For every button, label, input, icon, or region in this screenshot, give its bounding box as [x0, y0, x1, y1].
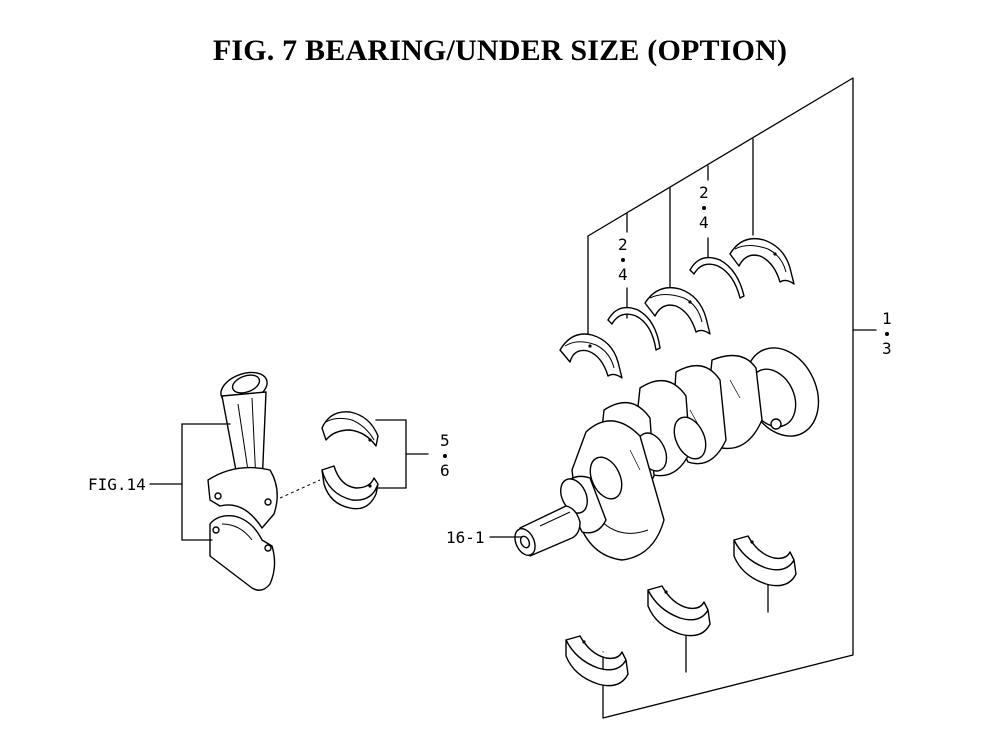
- callout-5-6: 5 6: [440, 431, 450, 480]
- callout-number: 3: [882, 339, 892, 358]
- bearing-shell-icon: [321, 465, 379, 510]
- callout-number: 2: [618, 235, 628, 254]
- callout-number: 6: [440, 461, 450, 480]
- main-bearing-lower-shells: [565, 535, 797, 687]
- conrod-bearing-shells: [321, 411, 379, 510]
- crankshaft-icon: [514, 347, 820, 561]
- callout-1-3: 1 3: [882, 309, 892, 358]
- connecting-rod-icon: [207, 371, 278, 591]
- bearing-shell-icon: [733, 535, 797, 587]
- bearing-shell-icon: [321, 411, 379, 447]
- fig14-reference-label: FIG.14: [88, 475, 146, 494]
- bearing-shell-icon: [647, 585, 711, 637]
- callout-number: 4: [618, 265, 628, 284]
- bearing-shell-icon: [729, 237, 795, 285]
- main-bearing-upper-shells: [559, 237, 795, 379]
- callout-number: 1: [882, 309, 892, 328]
- bearing-shell-icon: [559, 333, 623, 379]
- bearing-shell-icon: [607, 306, 661, 351]
- main-bearing-leader-frame: [587, 77, 877, 719]
- callout-2-4-right: 2 4: [699, 183, 709, 232]
- callout-2-4-left: 2 4: [618, 235, 628, 284]
- conrod-leader-lines: [149, 419, 523, 541]
- bearing-shell-icon: [565, 635, 629, 687]
- bearing-shell-icon: [689, 256, 745, 299]
- crankshaft-reference-label: 16-1: [446, 528, 485, 547]
- callout-number: 2: [699, 183, 709, 202]
- callout-number: 5: [440, 431, 450, 450]
- bearing-shell-icon: [644, 286, 711, 335]
- callout-number: 4: [699, 213, 709, 232]
- page-title: FIG. 7 BEARING/UNDER SIZE (OPTION): [212, 34, 788, 67]
